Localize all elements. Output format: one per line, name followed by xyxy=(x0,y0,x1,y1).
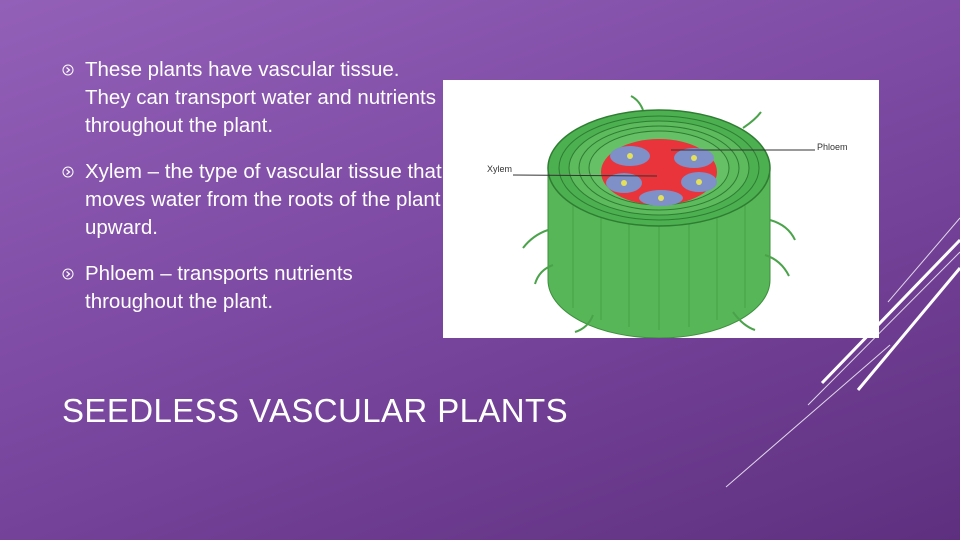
stem-cross-section-diagram: Xylem Phloem xyxy=(443,80,879,339)
stem-diagram-svg: Xylem Phloem xyxy=(487,95,848,339)
circled-arrow-icon xyxy=(62,268,74,280)
circled-arrow-icon xyxy=(62,166,74,178)
bullet-list: These plants have vascular tissue. They … xyxy=(62,56,442,334)
bullet-text: These plants have vascular tissue. They … xyxy=(85,58,436,137)
bullet-text: Xylem – the type of vascular tissue that… xyxy=(85,160,442,239)
bullet-item: These plants have vascular tissue. They … xyxy=(62,56,442,140)
phloem-label: Phloem xyxy=(817,142,848,152)
bullet-item: Xylem – the type of vascular tissue that… xyxy=(62,158,442,242)
xylem-label: Xylem xyxy=(487,164,512,174)
circled-arrow-icon xyxy=(62,64,74,76)
bullet-text: Phloem – transports nutrients throughout… xyxy=(85,262,353,313)
slide-title: SEEDLESS VASCULAR PLANTS xyxy=(62,392,569,429)
bullet-item: Phloem – transports nutrients throughout… xyxy=(62,260,442,316)
